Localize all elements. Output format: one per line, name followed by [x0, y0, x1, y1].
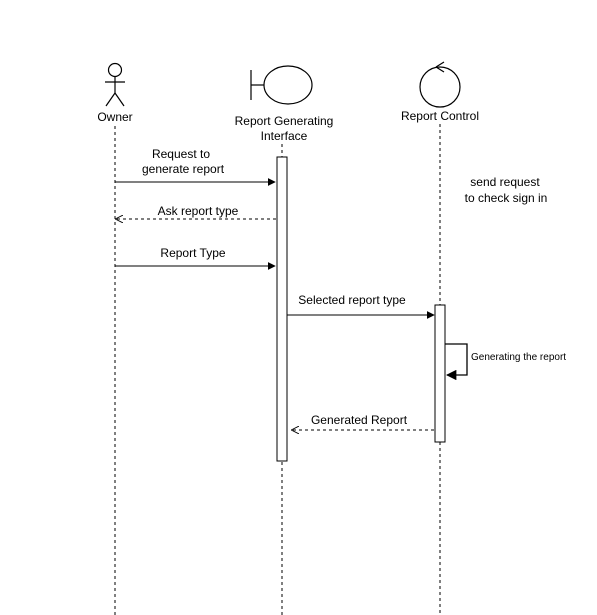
- message-2-label: Ask report type: [158, 204, 239, 218]
- boundary-icon: [250, 65, 313, 105]
- message-4-label: Selected report type: [298, 293, 406, 307]
- owner-label: Owner: [97, 110, 132, 124]
- control-label: Report Control: [401, 109, 479, 123]
- control-icon: [419, 61, 461, 108]
- note-line1: send request: [470, 175, 540, 189]
- message-6-label: Generated Report: [311, 413, 408, 427]
- interface-activation-bar: [276, 156, 288, 462]
- interface-label-line2: Interface: [261, 129, 308, 143]
- message-3-label: Report Type: [160, 246, 225, 260]
- message-1-label-line1: Request to: [152, 147, 210, 161]
- note-line2: to check sign in: [465, 191, 548, 205]
- control-activation-bar: [434, 304, 446, 443]
- message-5-label: Generating the report: [471, 352, 566, 363]
- interface-label-line1: Report Generating: [235, 114, 334, 128]
- actor-icon: [105, 62, 125, 107]
- message-1-label-line2: generate report: [142, 162, 225, 176]
- message-5-self-arrow: [445, 343, 468, 381]
